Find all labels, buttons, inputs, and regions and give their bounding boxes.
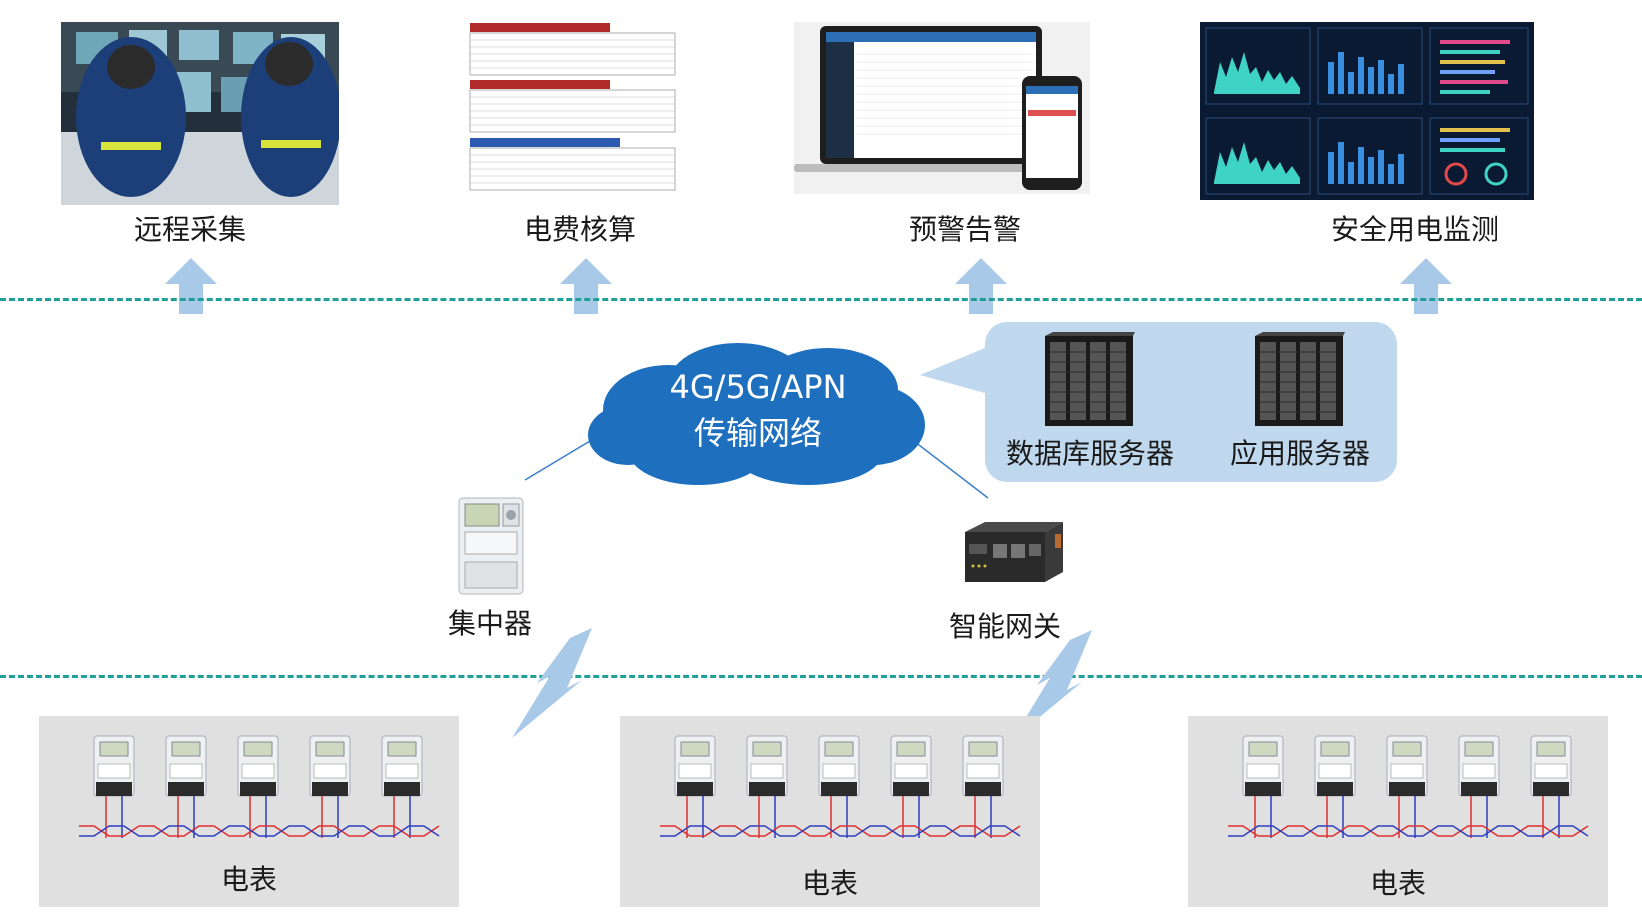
electric-meter-icon bbox=[381, 735, 423, 838]
label-safety-monitoring: 安全用电监测 bbox=[1330, 213, 1499, 246]
label-remote-collection: 远程采集 bbox=[133, 213, 246, 246]
alert-software-image bbox=[794, 22, 1090, 194]
wire-b bbox=[79, 825, 440, 837]
safety-dashboard-image bbox=[1200, 22, 1534, 200]
wire-b bbox=[1228, 825, 1589, 837]
speech-bubble-pointer bbox=[920, 345, 992, 395]
gateway-icon bbox=[965, 522, 1063, 582]
meter-group-2 bbox=[660, 735, 1021, 838]
electric-meter-icon bbox=[165, 735, 207, 838]
dashed-divider-bottom bbox=[0, 675, 1642, 678]
electric-meter-icon bbox=[93, 735, 135, 838]
electric-meter-icon bbox=[1386, 735, 1428, 838]
gateway-label: 智能网关 bbox=[948, 610, 1061, 643]
cloud-title: 4G/5G/APN bbox=[669, 368, 847, 406]
electric-meter-icon bbox=[1242, 735, 1284, 838]
electric-meter-icon bbox=[962, 735, 1004, 838]
electric-meter-icon bbox=[674, 735, 716, 838]
meter-group-label-3: 电表 bbox=[1369, 867, 1426, 900]
wireless-bolt-icon bbox=[512, 628, 592, 738]
billing-document-image bbox=[466, 20, 680, 198]
concentrator-label: 集中器 bbox=[447, 607, 532, 640]
wire-a bbox=[1228, 825, 1589, 837]
electric-meter-icon bbox=[1458, 735, 1500, 838]
dashed-divider-top bbox=[0, 298, 1642, 301]
arrow-up-icon bbox=[165, 258, 217, 314]
wireless-bolt-icon bbox=[1012, 630, 1092, 740]
application-server-label: 应用服务器 bbox=[1229, 437, 1370, 470]
electric-meter-icon bbox=[890, 735, 932, 838]
wire-b bbox=[660, 825, 1021, 837]
remote-collection-photo bbox=[61, 22, 339, 205]
application-server-icon bbox=[1255, 332, 1345, 426]
arrow-up-icon bbox=[1400, 258, 1452, 314]
label-billing: 电费核算 bbox=[523, 213, 636, 246]
database-server-icon bbox=[1045, 332, 1135, 426]
cloud-network-icon bbox=[588, 343, 925, 485]
meter-group-3 bbox=[1228, 735, 1589, 838]
concentrator-icon bbox=[458, 497, 524, 595]
wire-a bbox=[660, 825, 1021, 837]
meter-group-1 bbox=[79, 735, 440, 838]
electric-meter-icon bbox=[746, 735, 788, 838]
electric-meter-icon bbox=[1530, 735, 1572, 838]
arrow-up-icon bbox=[560, 258, 612, 314]
arrow-up-icon bbox=[955, 258, 1007, 314]
meter-group-label-1: 电表 bbox=[220, 863, 277, 896]
meter-group-label-2: 电表 bbox=[801, 867, 858, 900]
cloud-subtitle: 传输网络 bbox=[693, 414, 822, 452]
label-alert: 预警告警 bbox=[908, 213, 1021, 246]
electric-meter-icon bbox=[309, 735, 351, 838]
electric-meter-icon bbox=[1314, 735, 1356, 838]
database-server-label: 数据库服务器 bbox=[1005, 437, 1174, 470]
electric-meter-icon bbox=[237, 735, 279, 838]
wire-a bbox=[79, 825, 440, 837]
electric-meter-icon bbox=[818, 735, 860, 838]
